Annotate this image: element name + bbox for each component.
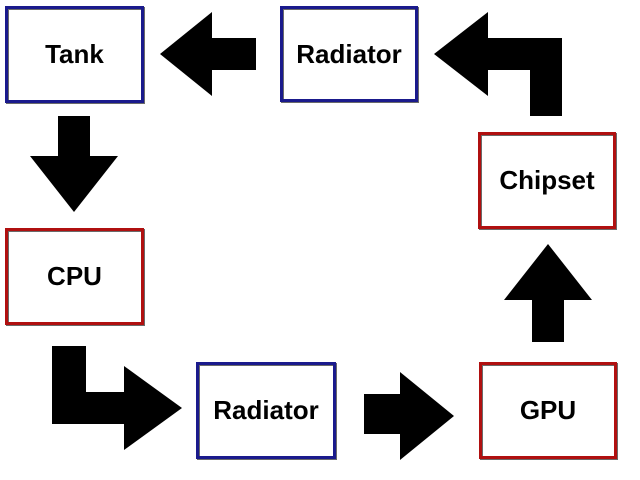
arrow-tank-to-cpu [30, 116, 118, 212]
arrow-radiator-to-tank [160, 12, 256, 96]
arrow-cpu-to-radiator [52, 346, 182, 450]
radiator-top-label: Radiator [296, 38, 402, 69]
radiator-bottom-label: Radiator [213, 395, 319, 425]
arrow-gpu-to-chipset [504, 244, 592, 342]
gpu-label: GPU [519, 395, 577, 425]
gpu-box: GPU [479, 362, 617, 459]
cpu-box: CPU [5, 228, 144, 325]
arrow-radiator-to-gpu [364, 372, 454, 460]
radiator-top-box: Radiator [280, 6, 418, 102]
tank-box: Tank [5, 6, 144, 103]
arrow-chipset-to-radiator [434, 12, 562, 116]
chipset-label: Chipset [499, 165, 595, 195]
chipset-box: Chipset [478, 132, 616, 229]
radiator-bottom-box: Radiator [196, 362, 336, 459]
tank-label: Tank [45, 39, 104, 69]
cpu-label: CPU [47, 261, 102, 291]
